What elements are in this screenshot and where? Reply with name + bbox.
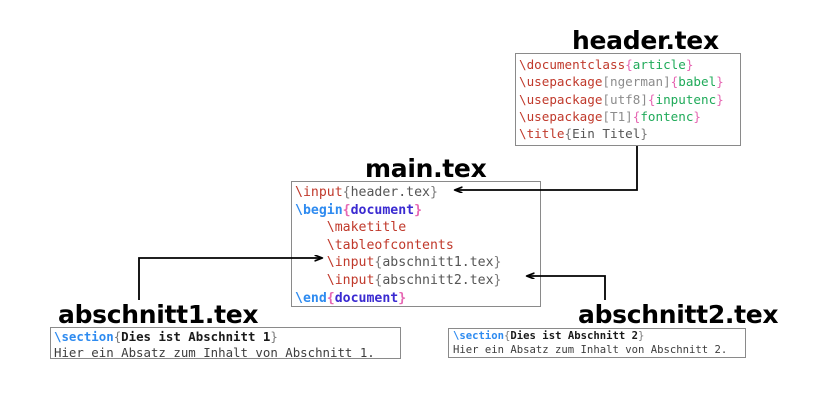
code-box-header: \documentclass{article} \usepackage[nger…	[515, 53, 741, 146]
latex-environment-end: \end	[295, 290, 327, 306]
indent	[295, 220, 327, 235]
latex-command: \usepackage	[519, 74, 603, 90]
latex-argument: abschnitt2.tex	[382, 272, 494, 288]
latex-argument: inputenc	[655, 91, 717, 107]
code-box-abschnitt1: \section{Dies ist Abschnitt 1} Hier ein …	[50, 327, 401, 359]
brace-open: {	[342, 185, 351, 200]
brace-close: }	[493, 255, 502, 271]
latex-argument: fontenc	[640, 108, 694, 124]
code-line: \section{Dies ist Abschnitt 1}	[54, 329, 278, 344]
brace-open: {	[326, 290, 335, 306]
body-paragraph: Hier ein Absatz zum Inhalt von Abschnitt…	[453, 343, 728, 356]
brace-open: {	[647, 91, 656, 107]
environment-name: document	[334, 290, 399, 306]
indent	[295, 273, 327, 288]
brace-close: }	[430, 185, 438, 200]
brace-open: {	[113, 329, 122, 344]
brace-open: {	[564, 126, 573, 142]
latex-command: \title	[519, 126, 565, 142]
file-title-main: main.tex	[365, 154, 487, 183]
code-line: \usepackage[utf8]{inputenc}	[519, 92, 724, 107]
latex-argument: abschnitt1.tex	[382, 255, 494, 271]
brace-close: }	[493, 272, 502, 288]
body-paragraph: Hier ein Absatz zum Inhalt von Abschnitt…	[54, 344, 375, 359]
code-line: \title{Ein Titel}	[519, 126, 648, 141]
code-line: \begin{document}	[295, 203, 422, 218]
code-line: \end{document}	[295, 291, 406, 306]
brace-close: }	[640, 126, 648, 142]
brace-close: }	[270, 329, 278, 344]
code-line: \documentclass{article}	[519, 57, 693, 72]
brace-open: {	[374, 255, 383, 271]
file-title-abschnitt1: abschnitt1.tex	[58, 300, 259, 329]
code-line: \usepackage[T1]{fontenc}	[519, 109, 701, 124]
latex-environment-begin: \begin	[295, 202, 343, 218]
brace-open: {	[670, 74, 679, 90]
latex-argument: Ein Titel	[572, 126, 641, 142]
file-title-header: header.tex	[572, 26, 719, 55]
latex-option: [T1]	[602, 108, 633, 124]
latex-command: \section	[453, 330, 505, 342]
brace-close: }	[414, 202, 423, 218]
code-line: \input{abschnitt1.tex}	[295, 255, 502, 271]
code-line: \section{Dies ist Abschnitt 2}	[453, 330, 644, 342]
brace-close: }	[398, 290, 407, 306]
brace-close: }	[637, 330, 645, 342]
code-line: \maketitle	[295, 220, 406, 235]
brace-open: {	[632, 108, 641, 124]
environment-name: document	[350, 202, 415, 218]
latex-command: \input	[295, 185, 343, 200]
latex-command: \input	[326, 255, 375, 271]
brace-open: {	[342, 202, 351, 218]
latex-argument: article	[632, 57, 686, 72]
brace-open: {	[504, 330, 511, 342]
latex-command: \tableofcontents	[326, 237, 454, 253]
latex-command: \usepackage	[519, 91, 603, 107]
file-title-abschnitt2: abschnitt2.tex	[578, 300, 779, 329]
section-title-text: Dies ist Abschnitt 2	[510, 330, 638, 342]
brace-close: }	[685, 57, 694, 72]
code-line: \input{header.tex}	[295, 185, 438, 200]
latex-argument: babel	[678, 74, 717, 90]
brace-close: }	[693, 108, 702, 124]
latex-command: \maketitle	[326, 220, 407, 236]
code-line: \input{abschnitt2.tex}	[295, 272, 502, 288]
section-title-text: Dies ist Abschnitt 1	[121, 329, 271, 344]
indent	[295, 255, 327, 270]
latex-command: \documentclass	[519, 57, 626, 72]
brace-close: }	[716, 91, 724, 107]
brace-close: }	[716, 74, 724, 90]
code-line: \usepackage[ngerman]{babel}	[519, 74, 724, 89]
code-line: \tableofcontents	[295, 238, 454, 253]
brace-open: {	[625, 57, 633, 72]
latex-option: [ngerman]	[602, 74, 671, 90]
latex-option: [utf8]	[602, 91, 648, 107]
brace-open: {	[374, 272, 383, 288]
indent	[295, 238, 327, 253]
code-box-main: \input{header.tex} \begin{document} \mak…	[291, 181, 541, 307]
latex-argument: header.tex	[350, 185, 430, 200]
latex-command: \usepackage	[519, 108, 603, 124]
latex-command: \section	[54, 329, 114, 344]
code-box-abschnitt2: \section{Dies ist Abschnitt 2} Hier ein …	[448, 328, 746, 358]
latex-command: \input	[326, 272, 375, 288]
